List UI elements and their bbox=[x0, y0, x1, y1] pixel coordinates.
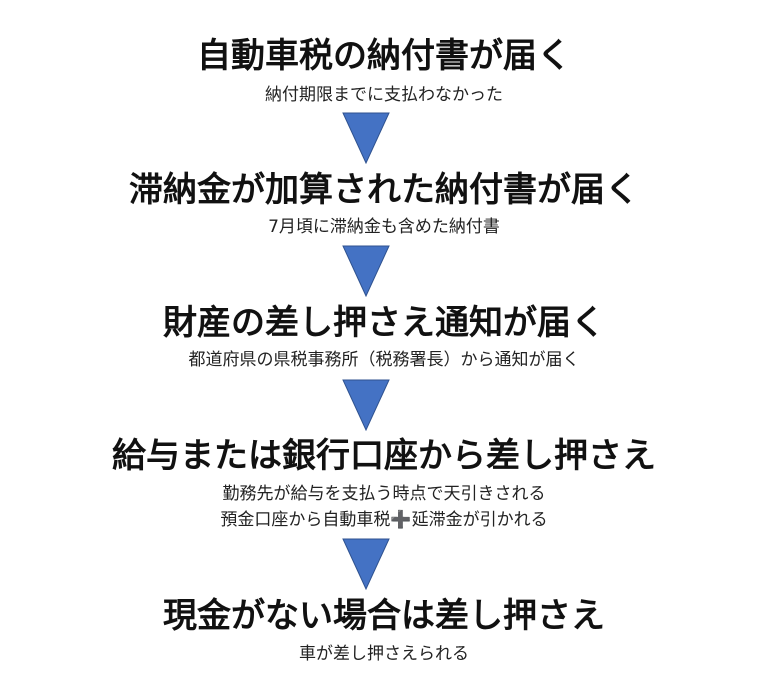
down-arrow-icon bbox=[342, 379, 390, 431]
down-arrow-icon bbox=[342, 538, 390, 590]
step-3-note: 都道府県の県税事務所（税務署長）から通知が届く bbox=[188, 350, 580, 370]
step-4-note-1: 勤務先が給与を支払う時点で天引きされる bbox=[222, 484, 546, 504]
down-arrow-icon bbox=[342, 112, 390, 164]
step-1-note: 納付期限までに支払わなかった bbox=[265, 85, 503, 105]
step-4-note-2: 預金口座から自動車税➕延滞金が引かれる bbox=[220, 510, 548, 530]
step-5-note: 車が差し押さえられる bbox=[299, 644, 469, 664]
step-5-title: 現金がない場合は差し押さえ bbox=[163, 596, 605, 636]
step-2-note: 7月頃に滞納金も含めた納付書 bbox=[268, 217, 500, 237]
step-3-title: 財産の差し押さえ通知が届く bbox=[163, 303, 605, 343]
step-4-title: 給与または銀行口座から差し押さえ bbox=[112, 436, 656, 476]
step-1-title: 自動車税の納付書が届く bbox=[197, 36, 571, 76]
down-arrow-icon bbox=[342, 245, 390, 297]
step-2-title: 滞納金が加算された納付書が届く bbox=[129, 170, 639, 210]
